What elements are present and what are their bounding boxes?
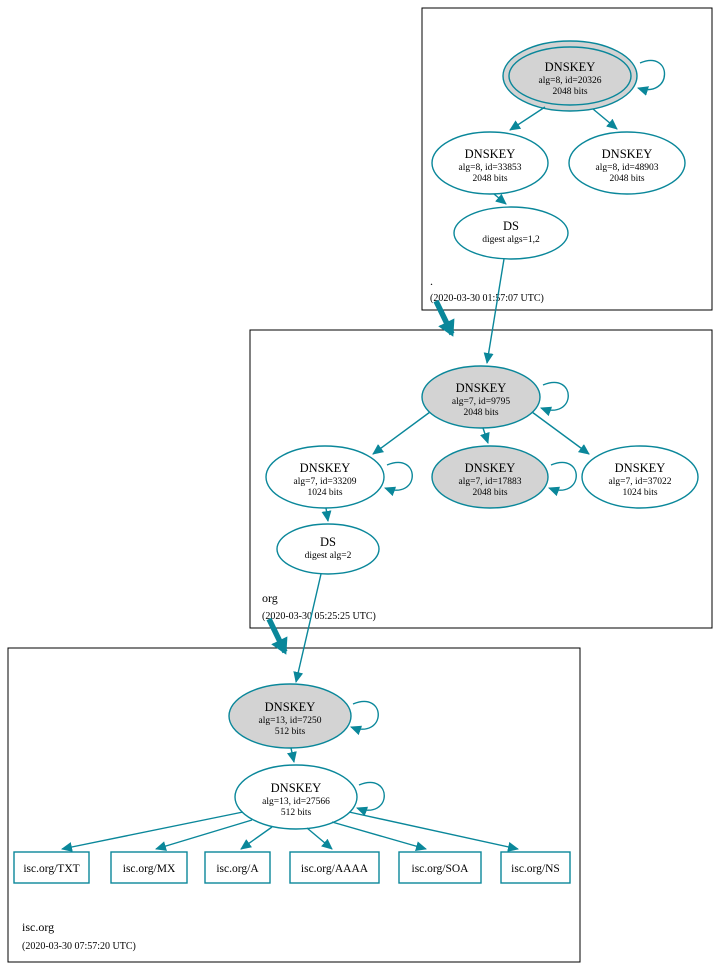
edge-org-ksk-to-left <box>372 411 431 455</box>
isc-record-txt: isc.org/TXT <box>13 851 90 884</box>
root-ds-title: DS <box>503 219 519 233</box>
isc-ksk-meta: alg=13, id=7250 <box>259 716 322 726</box>
org-ksk-title: DNSKEY <box>456 381 507 395</box>
edge-org-ksk-to-right <box>531 411 590 455</box>
isc-ksk-title: DNSKEY <box>265 700 316 714</box>
org-zone: org (2020-03-30 05:25:25 UTC) DNSKEY alg… <box>249 329 713 629</box>
isc-record-a: isc.org/A <box>204 851 271 884</box>
org-zsk-mid-bits: 2048 bits <box>472 488 507 498</box>
root-zsk2-node: DNSKEY alg=8, id=48903 2048 bits <box>568 131 686 195</box>
root-zone-border <box>421 7 713 311</box>
org-ds-title: DS <box>320 535 336 549</box>
isc-zsk-node: DNSKEY alg=13, id=27566 512 bits <box>234 764 358 830</box>
isc-zone-border <box>7 647 581 963</box>
root-ksk-title: DNSKEY <box>545 60 596 74</box>
edge-root-delegation-arrow <box>433 299 455 337</box>
isc-zsk-meta: alg=13, id=27566 <box>262 797 330 807</box>
edge-org-ds-to-isc-ksk <box>293 573 322 683</box>
org-ds-meta: digest alg=2 <box>305 551 352 561</box>
root-zsk1-meta: alg=8, id=33853 <box>459 163 522 173</box>
root-zone-timestamp: (2020-03-30 01:57:07 UTC) <box>430 293 544 304</box>
isc-zsk-title: DNSKEY <box>271 781 322 795</box>
edge-isc-zsk-selfloop <box>356 782 385 817</box>
root-zsk2-meta: alg=8, id=48903 <box>596 163 659 173</box>
edge-root-ds-to-org-ksk <box>483 258 505 364</box>
root-ksk-node: DNSKEY alg=8, id=20326 2048 bits <box>502 40 638 112</box>
isc-zsk-bits: 512 bits <box>281 808 312 818</box>
edge-root-zsk1-to-ds <box>493 193 507 205</box>
root-zsk1-node: DNSKEY alg=8, id=33853 2048 bits <box>431 131 549 195</box>
org-zsk-mid-title: DNSKEY <box>465 461 516 475</box>
isc-record-a-label: isc.org/A <box>216 863 259 875</box>
edge-org-ksk-selfloop <box>540 382 569 417</box>
edge-org-zsk-left-selfloop <box>384 462 413 497</box>
org-ds-node: DS digest alg=2 <box>276 523 380 575</box>
isc-record-mx: isc.org/MX <box>110 851 188 884</box>
org-zsk-right-meta: alg=7, id=37022 <box>609 477 672 487</box>
org-ksk-bits: 2048 bits <box>463 408 498 418</box>
edge-org-zsk-mid-selfloop <box>548 462 577 497</box>
root-zsk2-bits: 2048 bits <box>609 174 644 184</box>
isc-record-aaaa-label: isc.org/AAAA <box>301 863 369 875</box>
isc-ksk-bits: 512 bits <box>275 727 306 737</box>
isc-zone-label: isc.org <box>22 920 54 934</box>
org-zone-border <box>249 329 713 629</box>
isc-record-aaaa: isc.org/AAAA <box>289 851 380 884</box>
edge-isc-zsk-to-ns <box>348 811 519 852</box>
root-ds-meta: digest algs=1,2 <box>482 235 540 245</box>
org-zone-label: org <box>262 591 278 605</box>
org-zsk-mid-node: DNSKEY alg=7, id=17883 2048 bits <box>431 445 549 509</box>
edge-root-ksk-selfloop <box>637 60 666 96</box>
edge-isc-zsk-to-mx <box>155 819 253 851</box>
org-zsk-left-node: DNSKEY alg=7, id=33209 1024 bits <box>265 445 385 509</box>
org-zsk-mid-meta: alg=7, id=17883 <box>459 477 522 487</box>
root-zsk1-title: DNSKEY <box>465 147 516 161</box>
edge-org-delegation-arrow <box>266 617 288 655</box>
root-zone-label: . <box>430 274 433 288</box>
isc-record-mx-label: isc.org/MX <box>123 863 176 875</box>
org-ksk-node: DNSKEY alg=7, id=9795 2048 bits <box>421 365 541 429</box>
org-zsk-right-node: DNSKEY alg=7, id=37022 1024 bits <box>581 445 699 509</box>
edge-org-ksk-to-mid <box>480 427 490 444</box>
root-ksk-meta: alg=8, id=20326 <box>539 76 602 86</box>
edge-isc-zsk-to-txt <box>61 811 244 852</box>
root-zsk2-title: DNSKEY <box>602 147 653 161</box>
org-zsk-right-bits: 1024 bits <box>622 488 657 498</box>
edge-isc-zsk-to-aaaa <box>306 827 333 850</box>
root-ksk-bits: 2048 bits <box>552 87 587 97</box>
org-zsk-left-title: DNSKEY <box>300 461 351 475</box>
edge-root-ksk-to-zsk1 <box>509 106 546 131</box>
org-zsk-right-title: DNSKEY <box>615 461 666 475</box>
org-ksk-meta: alg=7, id=9795 <box>452 397 510 407</box>
edge-isc-zsk-to-soa <box>331 821 427 852</box>
edge-isc-zsk-to-a <box>240 826 273 850</box>
edge-isc-ksk-selfloop <box>350 701 379 736</box>
isc-record-soa: isc.org/SOA <box>398 851 482 884</box>
isc-record-ns: isc.org/NS <box>500 851 571 884</box>
isc-zone: isc.org (2020-03-30 07:57:20 UTC) DNSKEY… <box>7 647 581 963</box>
root-zsk1-bits: 2048 bits <box>472 174 507 184</box>
edge-org-left-to-ds <box>321 507 332 522</box>
edge-root-ksk-to-zsk2 <box>592 108 618 130</box>
org-zsk-left-meta: alg=7, id=33209 <box>294 477 357 487</box>
root-ds-node: DS digest algs=1,2 <box>453 206 569 260</box>
isc-record-soa-label: isc.org/SOA <box>412 863 470 875</box>
root-zone: . (2020-03-30 01:57:07 UTC) DNSKEY alg=8… <box>421 7 713 311</box>
edge-isc-ksk-to-zsk <box>287 747 297 763</box>
isc-record-txt-label: isc.org/TXT <box>23 863 79 875</box>
isc-record-ns-label: isc.org/NS <box>511 863 560 875</box>
isc-zone-timestamp: (2020-03-30 07:57:20 UTC) <box>22 941 136 952</box>
org-zsk-left-bits: 1024 bits <box>307 488 342 498</box>
org-zone-timestamp: (2020-03-30 05:25:25 UTC) <box>262 611 376 622</box>
isc-ksk-node: DNSKEY alg=13, id=7250 512 bits <box>228 683 352 749</box>
